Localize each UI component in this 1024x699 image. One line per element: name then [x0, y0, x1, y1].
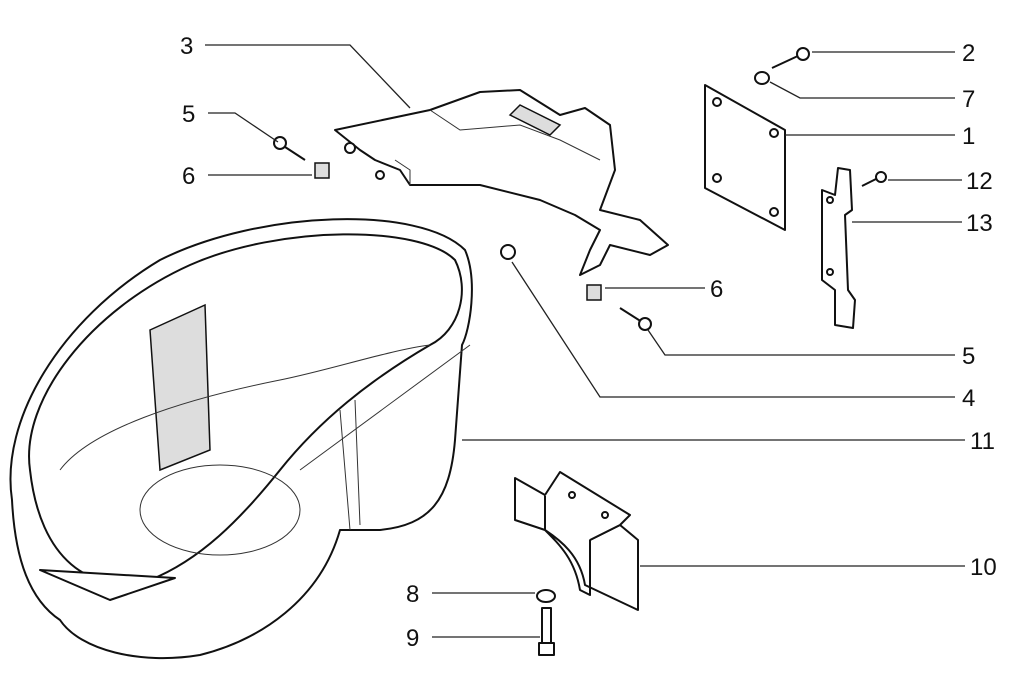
callout-8: 8	[406, 581, 419, 608]
callout-11: 11	[970, 428, 995, 455]
plate-part-1	[704, 84, 786, 231]
callout-3: 3	[180, 33, 193, 60]
cover-part-10	[514, 471, 639, 611]
callout-1: 1	[962, 123, 975, 150]
callout-5-lower: 5	[962, 343, 975, 370]
clip-part-6-upper	[314, 162, 330, 179]
callout-6-lower: 6	[710, 276, 723, 303]
nut-part-4	[500, 244, 516, 260]
screw-part-5-lower	[619, 307, 652, 331]
washer-part-7	[754, 71, 770, 85]
callout-7: 7	[962, 86, 975, 113]
callout-2: 2	[962, 40, 975, 67]
callout-4: 4	[962, 385, 975, 412]
washer-part-8	[536, 589, 556, 603]
callout-9: 9	[406, 625, 419, 652]
callout-6-upper: 6	[182, 163, 195, 190]
screw-part-5-upper	[273, 136, 306, 161]
leader-lines	[205, 44, 965, 638]
callout-10: 10	[970, 554, 997, 581]
callout-5-upper: 5	[182, 101, 195, 128]
screw-part-2	[771, 47, 810, 69]
helmet-compartment-part-11	[9, 218, 473, 660]
bolt-part-9	[538, 607, 555, 656]
clip-part-6-lower	[586, 284, 602, 301]
rear-bracket-part-3	[334, 89, 669, 276]
screw-part-12	[861, 171, 887, 187]
callout-13: 13	[966, 210, 993, 237]
bracket-part-13	[821, 167, 856, 329]
callout-12: 12	[966, 168, 993, 195]
